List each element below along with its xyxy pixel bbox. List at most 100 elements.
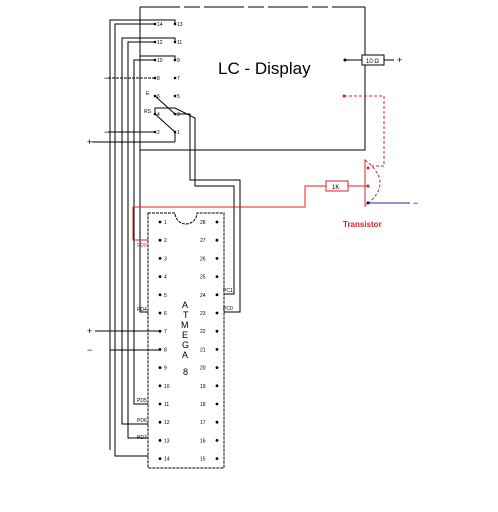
- chip-right-pin-number: 19: [200, 384, 206, 390]
- chip-right-pin-dot: [215, 366, 219, 369]
- chip-left-pin-number: 6: [164, 311, 167, 317]
- chip-left-pin-number: 11: [164, 402, 169, 408]
- display-sign-minus-2: −: [104, 127, 109, 137]
- chip-left-pin-dot: [158, 402, 162, 406]
- chip-right-pin-dot: [215, 329, 219, 333]
- chip-outline: [147, 212, 225, 469]
- display-pin-e-label: E: [146, 91, 150, 97]
- display-pin-9: 9: [177, 58, 180, 64]
- display-pin-header: 14 13 12 11 10 9 8 7 6 5 4 3 2 1 E RS: [144, 22, 183, 136]
- chip-letter-g: G: [182, 340, 189, 350]
- chip-left-pin-number: 2: [164, 238, 167, 244]
- chip-right-pin-number: 15: [200, 457, 206, 463]
- chip-left-pin-dot: [158, 220, 162, 224]
- chip-left-pin-number: 13: [164, 438, 170, 444]
- chip-right-pin-dot: [215, 275, 219, 278]
- chip-letter-8: 8: [183, 367, 188, 377]
- chip-right-pin-dot: [215, 420, 219, 424]
- chip-left-pin-number: 10: [164, 384, 170, 390]
- port-label-pc0: PC0: [223, 306, 233, 312]
- chip-letter-a2: A: [182, 350, 188, 360]
- base-resistor-label: 1K: [332, 185, 339, 191]
- chip-name: A T M E G A 8: [181, 300, 189, 377]
- display-pin-rs-label: RS: [144, 109, 152, 115]
- chip-gnd-sign: −: [87, 345, 92, 355]
- chip-left-pin-dot: [158, 275, 162, 278]
- port-label-pd6: PD6: [137, 418, 147, 424]
- chip-right-pin-number: 25: [200, 275, 206, 281]
- chip-left-pin-dot: [158, 384, 162, 388]
- backlight-plus-sign: +: [397, 55, 402, 65]
- chip-left-pin-number: 3: [164, 256, 167, 262]
- chip-left-pin-dot: [158, 366, 162, 369]
- chip-left-pin-number: 4: [164, 275, 167, 281]
- chip-left-pin-dot: [158, 238, 162, 242]
- backlight-wire: [344, 95, 385, 167]
- chip-right-pin-number: 20: [200, 366, 206, 372]
- display-pin-8: 8: [157, 76, 160, 82]
- chip-left-pin-dot: [158, 420, 162, 424]
- chip-left-pin-dot: [158, 293, 162, 297]
- chip-left-pin-dot: [158, 311, 162, 315]
- chip-right-pin-number: 21: [200, 347, 206, 353]
- port-label-pd0: PD0: [137, 243, 147, 249]
- display-title: LC - Display: [218, 59, 311, 78]
- display-pin-4: 4: [157, 112, 160, 118]
- chip-right-pin-dot: [215, 293, 219, 297]
- chip-right-pin-dot: [215, 220, 219, 224]
- display-pin-7: 7: [177, 76, 180, 82]
- chip-letter-m: M: [181, 320, 189, 330]
- chip-letter-a1: A: [182, 300, 188, 310]
- chip-right-pin-number: 17: [200, 420, 206, 426]
- base-wire: [132, 185, 326, 241]
- display-sign-minus-1: −: [104, 73, 109, 83]
- transistor-minus-sign: −: [413, 198, 418, 208]
- chip-right-pin-number: 26: [200, 256, 206, 262]
- display-pin-12: 12: [157, 40, 163, 46]
- chip-right-pin-dot: [215, 348, 219, 351]
- chip-right-pin-number: 24: [200, 293, 206, 299]
- chip-right-pin-number: 22: [200, 329, 206, 335]
- display-pin-1: 1: [177, 130, 180, 136]
- chip-left-pin-number: 8: [164, 347, 167, 353]
- chip-left-pin-number: 7: [164, 329, 167, 335]
- display-pin-2: 2: [157, 130, 160, 136]
- chip-letter-t: T: [183, 310, 189, 320]
- chip-right-pin-number: 28: [200, 220, 206, 226]
- chip-left-pin-number: 1: [164, 220, 167, 226]
- chip-right-pin-dot: [215, 402, 219, 406]
- port-label-pd5: PD5: [137, 398, 147, 404]
- display-pin-6: 6: [157, 94, 160, 100]
- chip-left-pin-dot: [158, 257, 162, 260]
- chip-left-pin-number: 12: [164, 420, 170, 426]
- display-pin-5: 5: [177, 94, 180, 100]
- chip-left-pin-number: 9: [164, 366, 167, 372]
- atmega8-chip: 1234567891011121314282726252423222120191…: [137, 212, 233, 469]
- chip-right-pin-dot: [215, 238, 219, 242]
- display-pin-13: 13: [177, 22, 183, 28]
- display-outline: [139, 7, 366, 151]
- chip-right-pin-dot: [215, 457, 219, 460]
- chip-left-pin-dot: [158, 439, 162, 442]
- display-pin-3: 3: [177, 112, 180, 118]
- chip-right-pin-dot: [215, 439, 219, 442]
- port-label-pd4: PD4: [137, 307, 147, 313]
- chip-right-pin-dot: [215, 257, 219, 260]
- port-label-pc1: PC1: [223, 288, 233, 294]
- control-wires: [154, 95, 241, 313]
- chip-vcc-sign: +: [87, 326, 92, 336]
- chip-right-pin-number: 23: [200, 311, 206, 317]
- transistor-label: Transistor: [343, 220, 382, 229]
- chip-right-pin-number: 16: [200, 438, 206, 444]
- backlight-resistor-label: 10 Ω: [366, 59, 379, 65]
- chip-left-pin-number: 5: [164, 293, 167, 299]
- chip-left-pin-dot: [158, 457, 162, 460]
- display-pin-11: 11: [177, 40, 182, 46]
- display-pin-14: 14: [157, 22, 163, 28]
- chip-right-pin-dot: [215, 311, 219, 315]
- chip-right-pin-dot: [215, 384, 219, 388]
- transistor: Transistor: [343, 158, 382, 229]
- display-pin-10: 10: [157, 58, 163, 64]
- chip-right-pin-number: 27: [200, 238, 206, 244]
